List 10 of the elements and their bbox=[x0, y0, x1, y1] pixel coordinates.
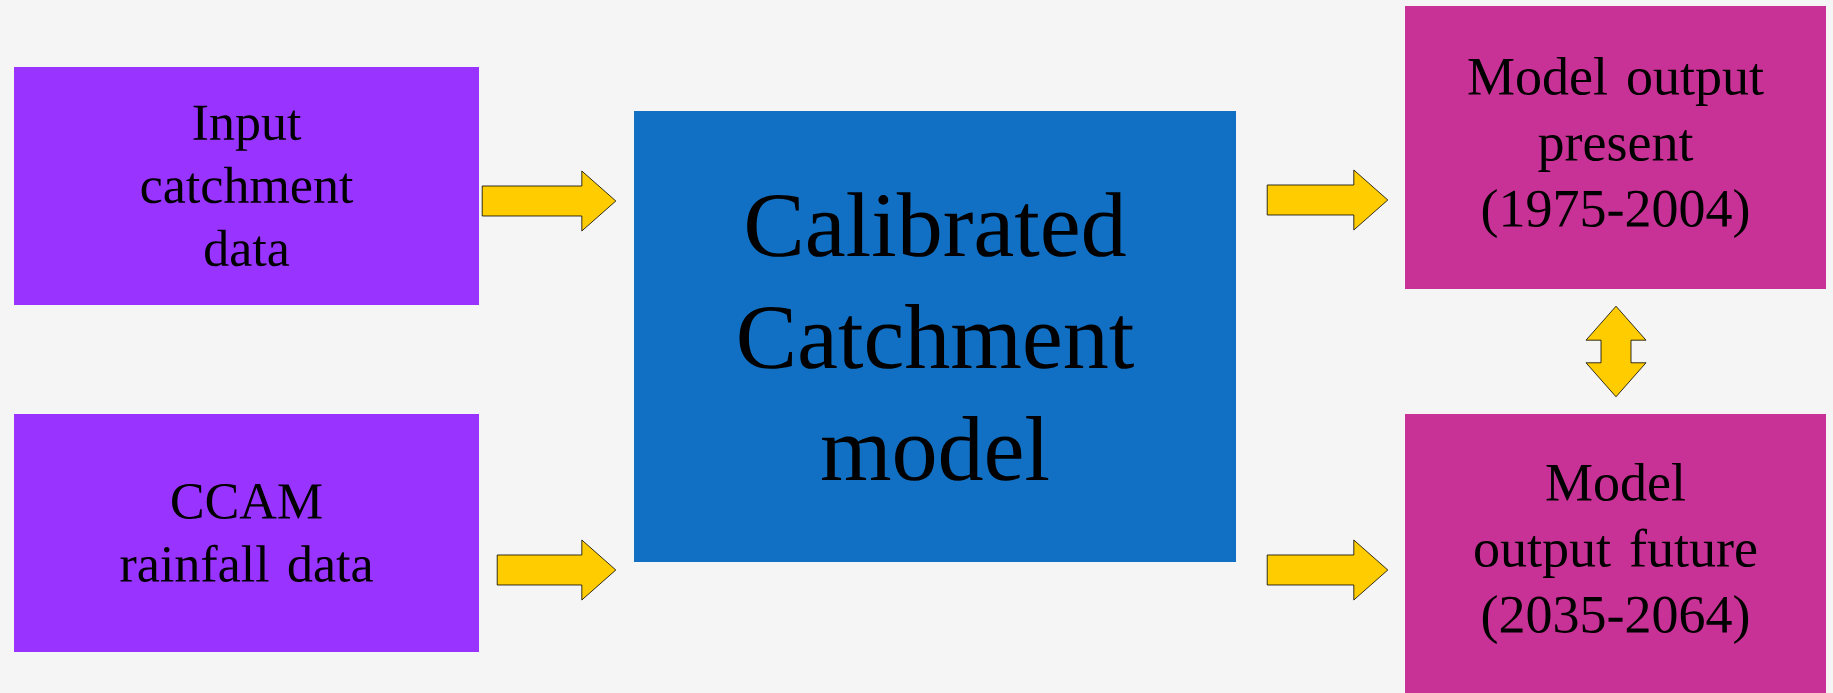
block-arrow bbox=[1585, 305, 1647, 398]
output-box: Model output present (1975-2004) bbox=[1405, 6, 1826, 289]
input-box: Input catchment data bbox=[14, 67, 479, 305]
block-arrow bbox=[481, 170, 617, 232]
block-arrow bbox=[1266, 539, 1389, 601]
input-box: CCAM rainfall data bbox=[14, 414, 479, 652]
block-arrow bbox=[496, 539, 617, 601]
output-box: Model output future (2035-2064) bbox=[1405, 414, 1826, 693]
block-arrow bbox=[1266, 169, 1389, 231]
model-box: Calibrated Catchment model bbox=[634, 111, 1236, 562]
